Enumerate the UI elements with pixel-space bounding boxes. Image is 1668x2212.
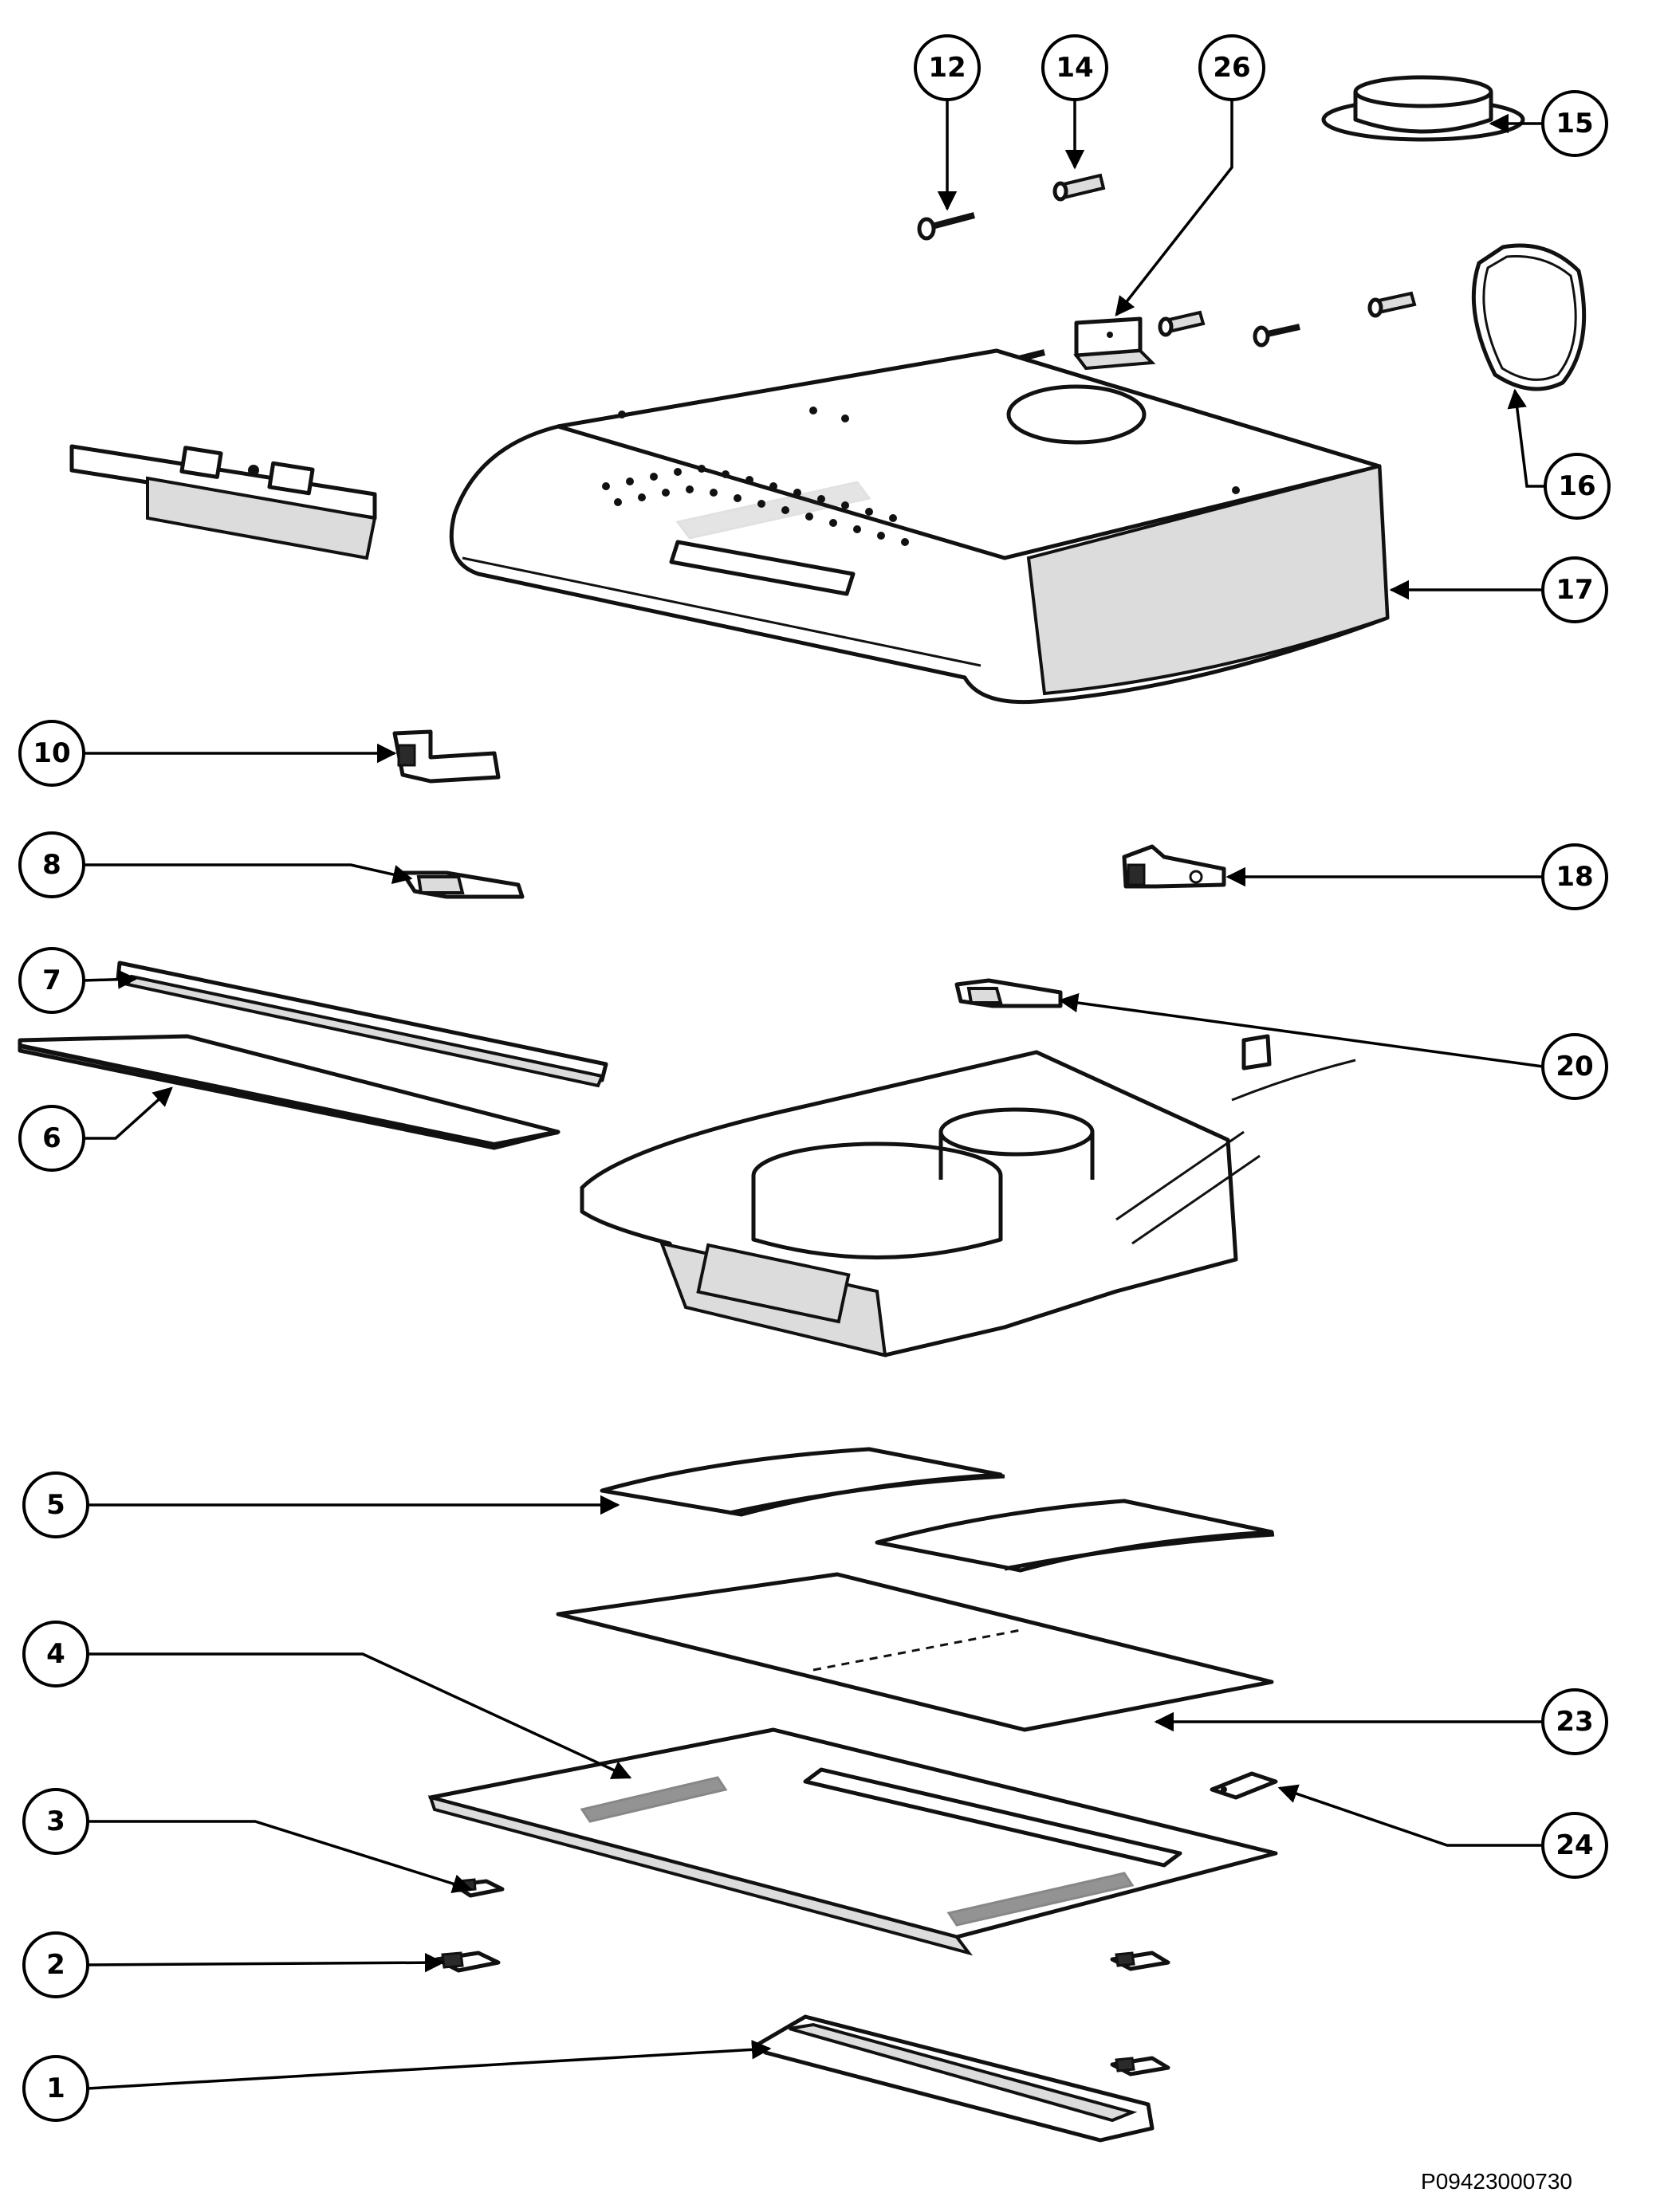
part-clip-2 [435,1951,501,1973]
leader-2 [87,1952,445,1973]
callout-5: 5 [22,1471,89,1538]
callout-6: 6 [18,1105,85,1172]
part-gasket-16 [1471,243,1587,391]
svg-text:12: 12 [928,52,966,84]
part-clip-24 [1210,1771,1278,1800]
leader-1 [87,2040,772,2090]
leader-8 [84,863,413,885]
svg-text:26: 26 [1213,52,1250,84]
part-filter-strip-6 [18,1034,561,1150]
part-duct-collar-15 [1321,75,1525,142]
part-hinge-10 [392,729,501,784]
callout-7: 7 [18,947,85,1014]
leader-24 [1277,1784,1543,1847]
callout-23: 23 [1541,1688,1608,1755]
callout-16: 16 [1544,453,1611,520]
svg-text:5: 5 [46,1489,65,1521]
svg-text:1: 1 [46,2073,65,2104]
leader-3 [88,1820,473,1894]
part-control-switch-panel [69,444,377,560]
svg-text:7: 7 [42,965,61,996]
callout-15: 15 [1541,90,1608,157]
svg-text:14: 14 [1056,52,1093,84]
svg-text:3: 3 [46,1805,65,1837]
svg-text:20: 20 [1556,1051,1593,1082]
callout-14: 14 [1041,34,1108,101]
leader-16 [1507,388,1545,488]
callout-2: 2 [22,1931,89,1998]
part-clips-right [1110,1951,1170,2076]
part-grease-filters-5 [600,1447,1275,1573]
callout-10: 10 [18,720,85,787]
part-lamp-cover-1 [755,2014,1155,2143]
svg-text:10: 10 [33,737,70,769]
callout-18: 18 [1541,843,1608,910]
callout-1: 1 [22,2055,89,2122]
drawing-reference-code: P09423000730 [1421,2169,1572,2194]
part-wall-plug-14 [1052,173,1106,202]
part-latch-8 [400,870,525,899]
callout-4: 4 [22,1621,89,1687]
svg-text:17: 17 [1556,574,1593,606]
svg-text:16: 16 [1558,470,1595,502]
leader-6 [84,1086,173,1140]
svg-text:24: 24 [1556,1829,1593,1861]
part-hinge-18 [1122,844,1226,889]
svg-text:18: 18 [1556,861,1593,893]
callout-20: 20 [1541,1033,1608,1100]
part-screw-12 [917,212,976,241]
part-lower-panel-4 [427,1727,1278,1956]
svg-text:8: 8 [42,849,61,881]
leader-20 [1058,992,1544,1068]
callout-bubbles: 12 14 26 15 16 17 10 8 18 7 6 20 5 4 23 … [18,34,1611,2122]
callout-12: 12 [914,34,981,101]
leader-7 [83,969,138,989]
svg-text:15: 15 [1556,108,1593,139]
part-hood-body-17 [449,348,1390,705]
callout-24: 24 [1541,1812,1608,1879]
svg-text:4: 4 [46,1638,65,1670]
callout-26: 26 [1198,34,1265,101]
leader-lines [83,99,1545,2090]
part-screws-row [992,291,1417,375]
part-filter-rail-7 [116,961,608,1088]
part-bracket-26 [1073,316,1156,371]
callout-3: 3 [22,1788,89,1855]
hood-vent-grille [602,465,909,546]
svg-text:2: 2 [46,1949,65,1981]
callout-17: 17 [1541,556,1608,623]
part-latch-20 [954,978,1063,1008]
svg-text:23: 23 [1556,1706,1593,1738]
leader-26 [1115,99,1233,316]
leader-4 [88,1652,632,1779]
part-fan-motor-unit [580,1034,1356,1357]
part-filter-sheet-23 [556,1572,1274,1732]
svg-text:6: 6 [42,1122,61,1154]
callout-8: 8 [18,831,85,898]
